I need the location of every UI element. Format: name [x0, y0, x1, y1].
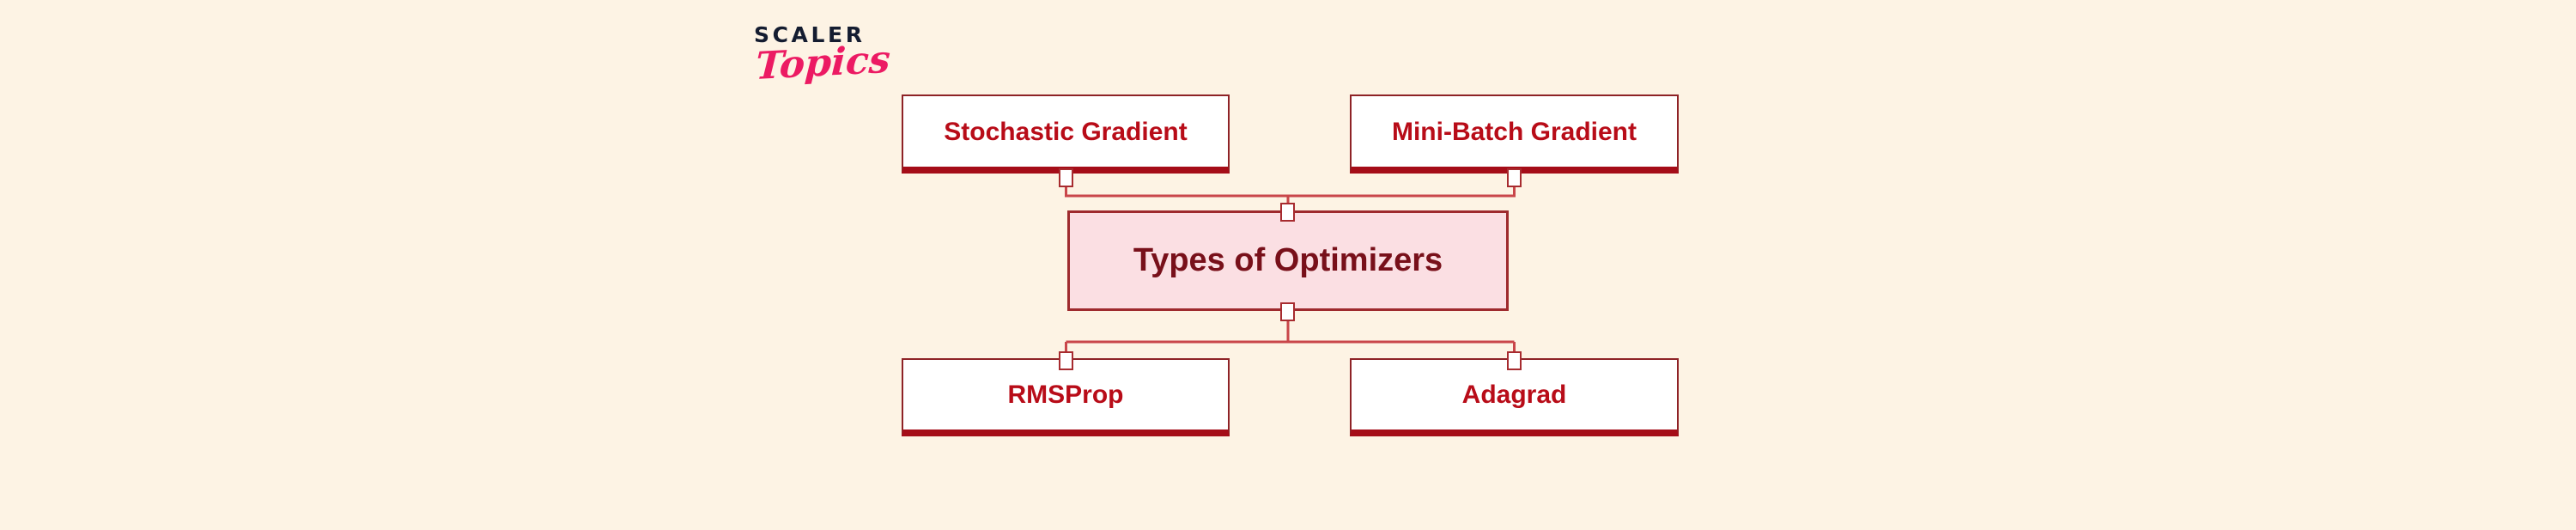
node-rmsprop[interactable]: RMSProp [902, 358, 1230, 436]
connector-handle-mini-batch-gradient-bottom[interactable] [1507, 168, 1522, 187]
node-stochastic-gradient[interactable]: Stochastic Gradient [902, 94, 1230, 174]
connector-handle-adagrad-top[interactable] [1507, 351, 1522, 370]
node-label-mini-batch-gradient: Mini-Batch Gradient [1391, 117, 1637, 146]
connector-handle-stochastic-gradient-bottom[interactable] [1059, 168, 1073, 187]
node-label-types-of-optimizers: Types of Optimizers [1133, 241, 1443, 278]
logo-wordmark: SCALER [754, 22, 866, 47]
scaler-topics-logo: SCALER Topics [754, 24, 900, 101]
node-adagrad[interactable]: Adagrad [1350, 358, 1679, 436]
connector-handle-center-bottom[interactable] [1280, 302, 1295, 321]
node-mini-batch-gradient[interactable]: Mini-Batch Gradient [1350, 94, 1679, 174]
logo-script-topics: Topics [754, 37, 892, 88]
node-label-stochastic-gradient: Stochastic Gradient [944, 117, 1188, 146]
connector-handle-rmsprop-top[interactable] [1059, 351, 1073, 370]
node-types-of-optimizers[interactable]: Types of Optimizers [1067, 210, 1509, 311]
node-label-rmsprop: RMSProp [1007, 381, 1124, 409]
connector-handle-center-top[interactable] [1280, 203, 1295, 222]
node-label-adagrad: Adagrad [1461, 381, 1567, 409]
